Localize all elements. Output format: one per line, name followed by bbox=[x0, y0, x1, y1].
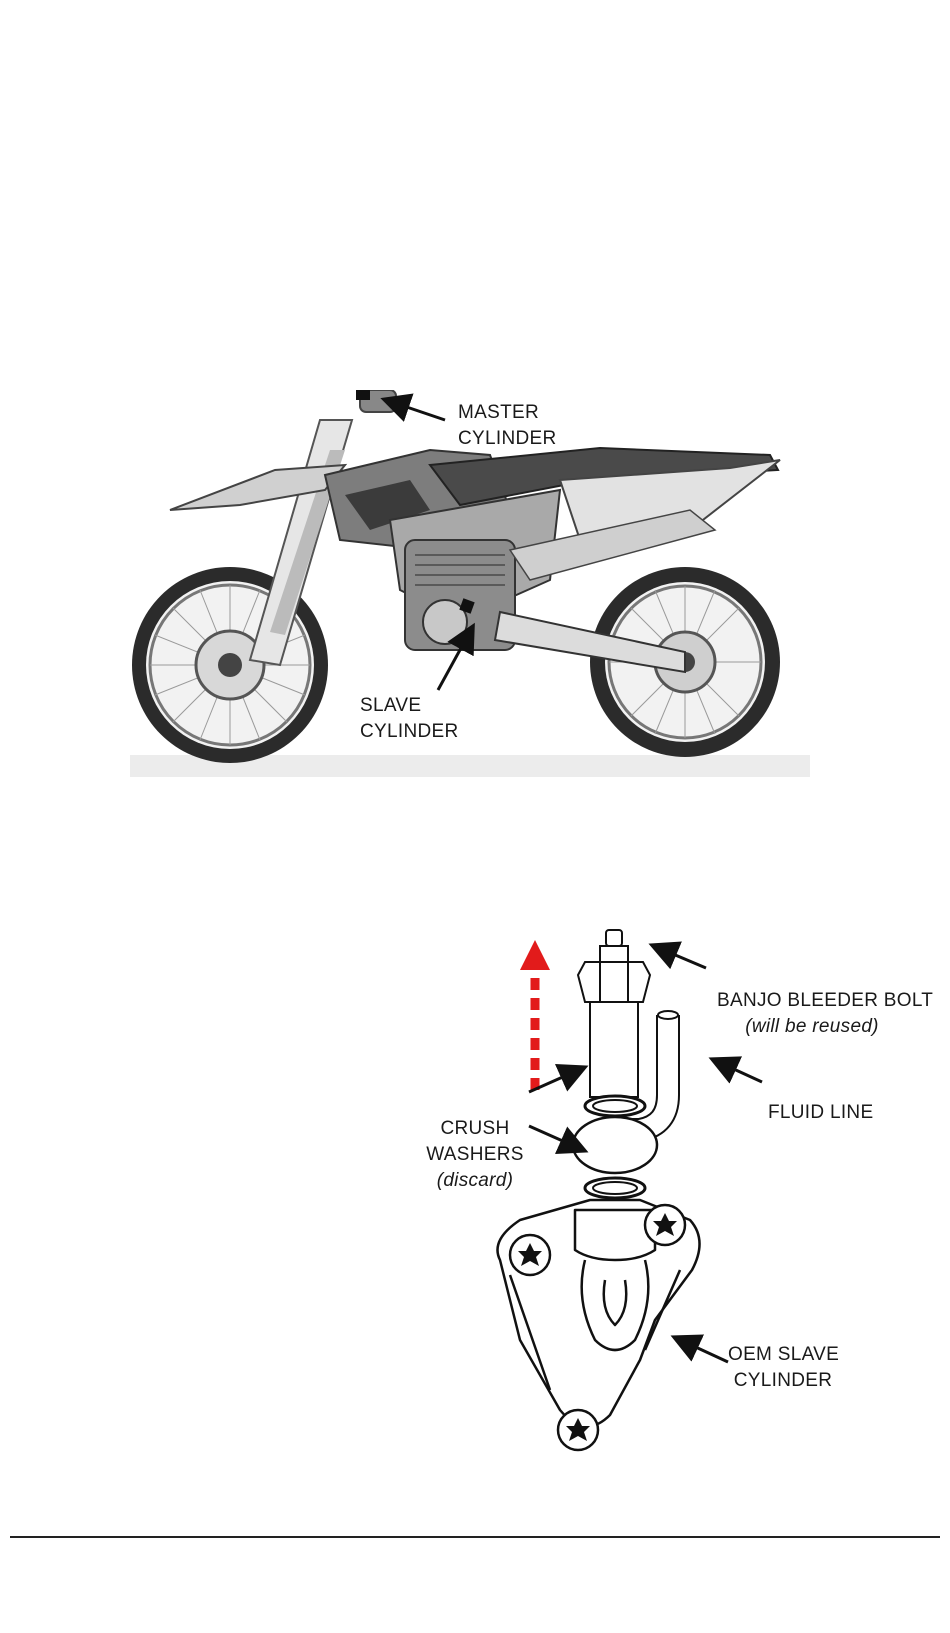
footer-rule bbox=[10, 1536, 940, 1538]
banjo-bleeder-bolt-label: BANJO BLEEDER BOLT (will be reused) bbox=[717, 988, 907, 1040]
fluid-line-label: FLUID LINE bbox=[768, 1100, 873, 1126]
master-label-line2: CYLINDER bbox=[458, 426, 556, 452]
crush-label-line1: CRUSH bbox=[420, 1116, 530, 1142]
slave-label-line2: CYLINDER bbox=[360, 719, 458, 745]
crush-label-line2: WASHERS bbox=[420, 1142, 530, 1168]
banjo-label-line1: BANJO BLEEDER BOLT bbox=[717, 988, 907, 1014]
figure1-arrows bbox=[0, 0, 950, 760]
master-cylinder-label: MASTER CYLINDER bbox=[458, 400, 556, 452]
crush-label-note: (discard) bbox=[420, 1168, 530, 1194]
crush-washers-label: CRUSH WASHERS (discard) bbox=[420, 1116, 530, 1194]
master-label-line1: MASTER bbox=[458, 400, 556, 426]
oem-slave-cylinder-label: OEM SLAVE CYLINDER bbox=[728, 1342, 838, 1394]
fluid-label-text: FLUID LINE bbox=[768, 1102, 873, 1123]
oem-label-line2: CYLINDER bbox=[728, 1368, 838, 1394]
banjo-label-note: (will be reused) bbox=[717, 1014, 907, 1040]
slave-cylinder-label: SLAVE CYLINDER bbox=[360, 693, 458, 745]
oem-label-line1: OEM SLAVE bbox=[728, 1342, 838, 1368]
slave-label-line1: SLAVE bbox=[360, 693, 458, 719]
